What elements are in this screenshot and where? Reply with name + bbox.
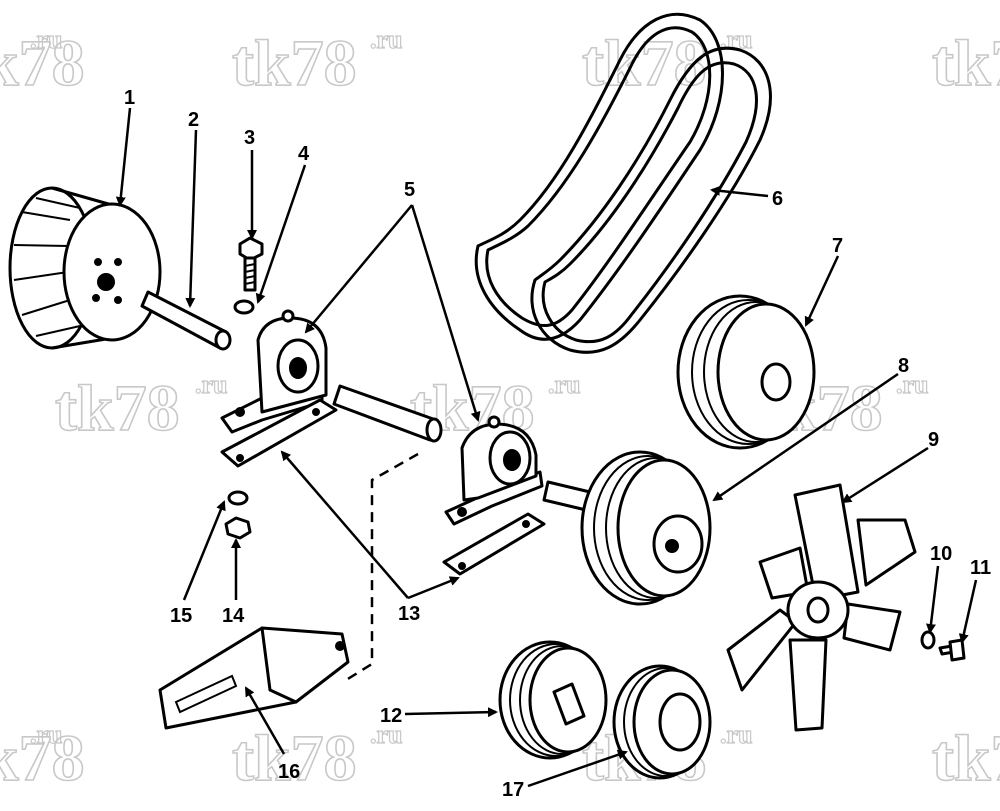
callout-3: 3	[244, 127, 255, 149]
callout-12: 12	[380, 705, 402, 727]
svg-text:.ru: .ru	[30, 25, 63, 54]
blower-wheel	[8, 186, 162, 350]
svg-text:tk78: tk78	[932, 722, 1000, 795]
svg-text:tk78: tk78	[582, 27, 707, 100]
watermark: tk78 .ru	[54, 369, 228, 445]
leader-lines	[115, 107, 978, 788]
callout-1: 1	[124, 87, 135, 109]
shaft	[140, 290, 232, 351]
cooling-fan	[726, 483, 917, 732]
svg-text:.ru: .ru	[195, 370, 228, 399]
watermarks: tk78.ru tk78.ru tk78.ru tk78 tk78.ru tk7…	[0, 24, 1000, 796]
dashed-alignment-line	[345, 452, 419, 682]
watermark: tk78	[931, 26, 1000, 101]
mounting-plate-right	[442, 512, 546, 576]
svg-text:.ru: .ru	[370, 25, 403, 54]
pulley-12	[498, 640, 608, 760]
callout-16: 16	[278, 761, 300, 783]
pulley-17	[612, 664, 712, 780]
bolt	[238, 236, 264, 292]
callout-17: 17	[502, 779, 524, 801]
watermark: tk78 .ru	[231, 719, 403, 795]
svg-text:tk78: tk78	[932, 27, 1000, 100]
pulley-large	[676, 294, 816, 450]
washer-4	[233, 299, 255, 315]
washer-15	[227, 490, 249, 506]
pulley-double	[580, 450, 712, 606]
pillow-block-bearing-right	[444, 415, 544, 526]
watermark: tk78.ru	[581, 24, 753, 100]
callout-7: 7	[832, 235, 843, 257]
svg-text:tk78: tk78	[0, 722, 85, 795]
callout-4: 4	[298, 143, 310, 165]
mounting-bracket	[158, 626, 350, 730]
svg-text:tk78: tk78	[55, 372, 180, 445]
svg-text:tk78: tk78	[232, 27, 357, 100]
mounting-plate-left	[220, 398, 338, 468]
middle-shaft	[332, 384, 443, 443]
callout-9: 9	[928, 429, 939, 451]
callout-14: 14	[222, 605, 245, 627]
svg-text:tk78: tk78	[0, 27, 85, 100]
svg-text:.ru: .ru	[720, 720, 753, 749]
watermark: tk78 .ru	[231, 24, 403, 100]
watermark: tk78.ru	[0, 24, 85, 100]
callout-10: 10	[930, 543, 952, 565]
watermark: tk78.ru	[0, 719, 85, 795]
callout-2: 2	[188, 109, 199, 131]
pillow-block-bearing-left	[220, 309, 328, 434]
callout-labels: 1 2 3 4 5 6 7 8 9 10 11 12 13 14 15 16 1…	[124, 87, 991, 801]
drive-belts	[474, 12, 772, 354]
callout-13: 13	[398, 603, 420, 625]
svg-text:.ru: .ru	[896, 370, 929, 399]
svg-text:tk78: tk78	[232, 722, 357, 795]
callout-8: 8	[898, 355, 909, 377]
bolt-11	[938, 638, 966, 662]
watermark: tk78	[931, 721, 1000, 796]
svg-text:.ru: .ru	[370, 720, 403, 749]
svg-text:.ru: .ru	[548, 370, 581, 399]
callout-5: 5	[404, 179, 415, 201]
callout-15: 15	[170, 605, 192, 627]
callout-11: 11	[970, 557, 991, 579]
washer-10	[920, 630, 936, 650]
callout-6: 6	[772, 188, 783, 210]
nut-14	[224, 516, 252, 540]
svg-text:.ru: .ru	[30, 720, 63, 749]
